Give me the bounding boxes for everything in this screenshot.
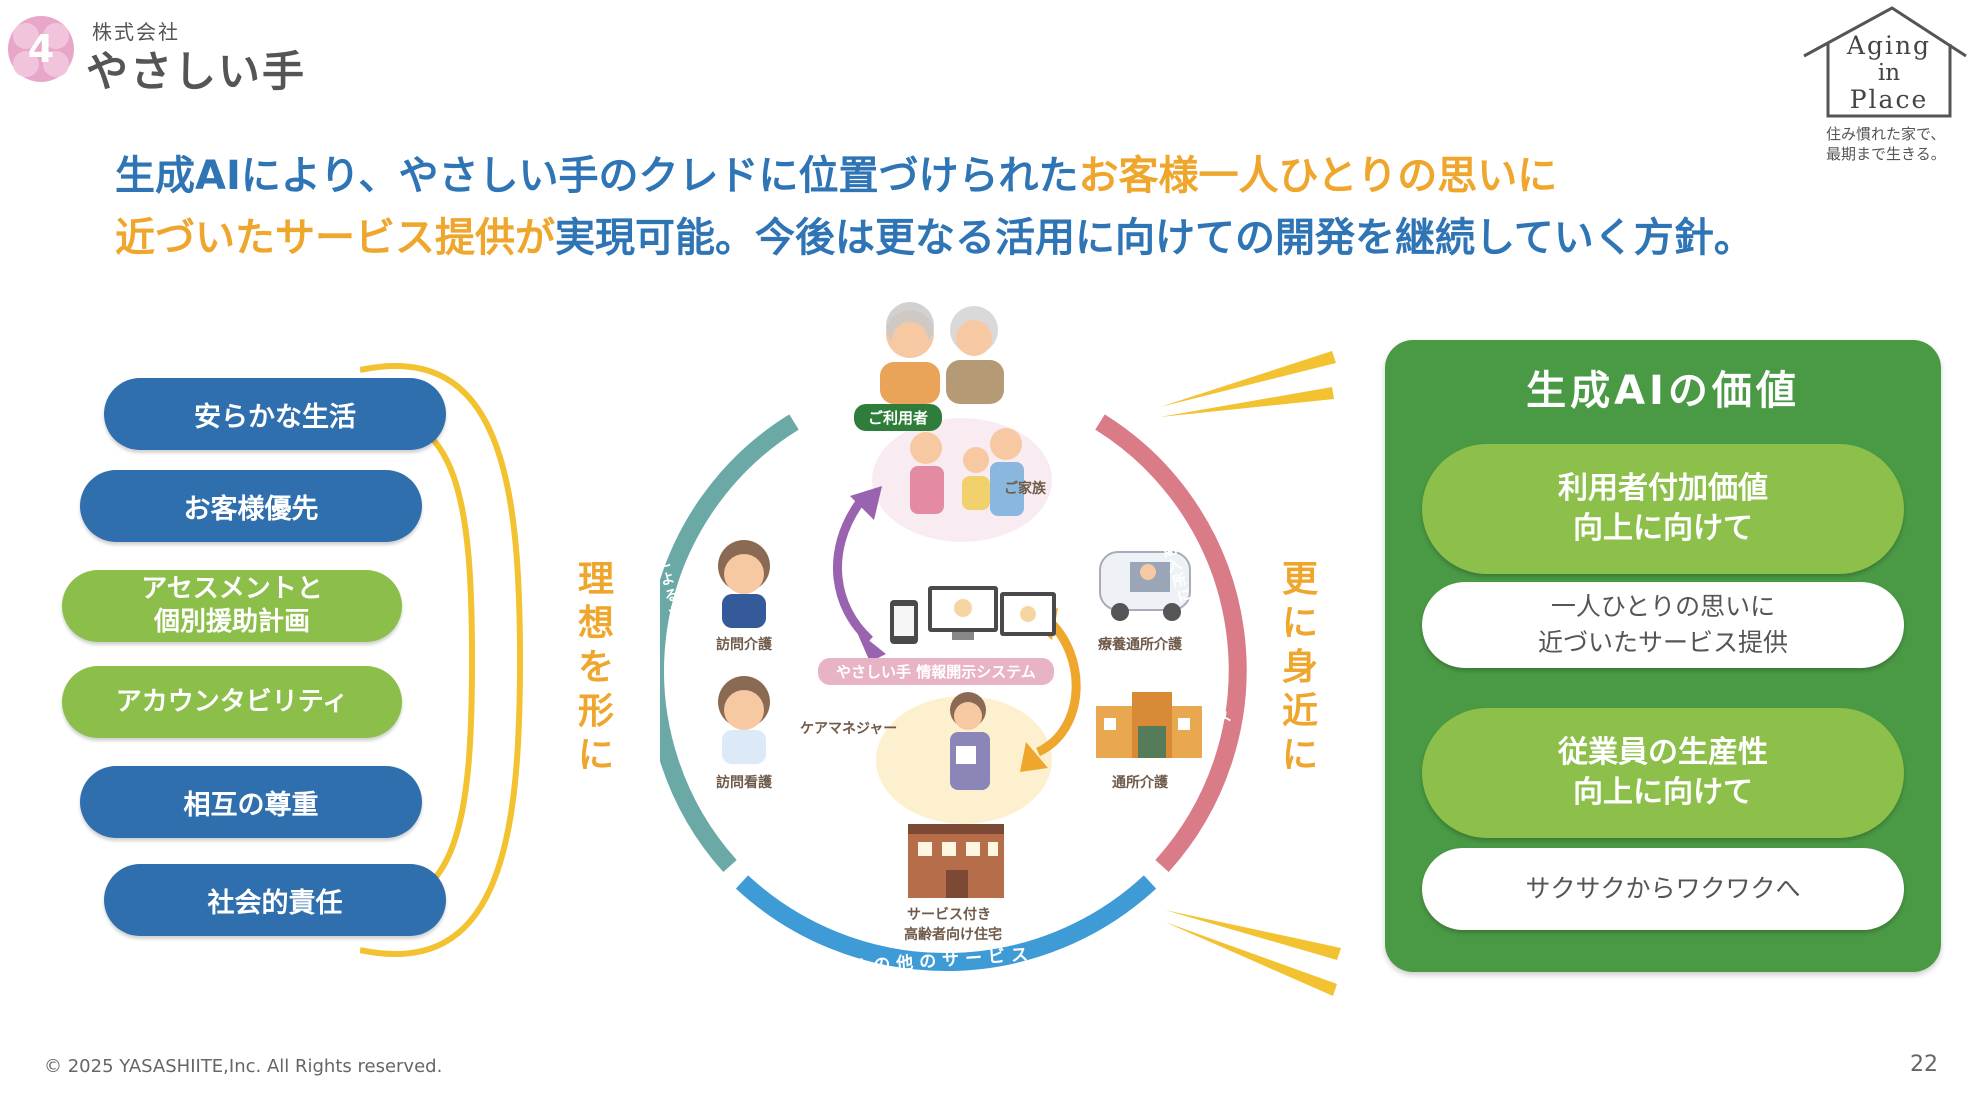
aip-line1: Aging (1846, 31, 1931, 60)
headline-line1-part2: お客様一人ひとりの思いに (1078, 153, 1558, 199)
headline-line1-part1: 生成AIにより、やさしい手のクレドに位置づけられた (115, 153, 1079, 199)
employee-value-desc: サクサクからワクワクへ (1422, 848, 1904, 930)
employee-value-block: 従業員の生産性 向上に向けて (1422, 708, 1904, 838)
credo-item-peaceful-life: 安らかな生活 (104, 378, 446, 450)
credo-item-mutual-respect: 相互の尊重 (80, 766, 422, 838)
family-icon (910, 428, 1024, 516)
credo-item-customer-first: お客様優先 (80, 470, 422, 542)
rays-bottom (1165, 910, 1341, 996)
user-value-block: 利用者付加価値 向上に向けて (1422, 444, 1904, 574)
care-manager-label: ケアマネジャー (800, 721, 898, 737)
aging-in-place-logo: Aging in Place (1803, 6, 1967, 118)
headline-line2-part1: 近づいたサービス提供が (115, 215, 555, 261)
vertical-text-right: 更に身近に (1281, 559, 1318, 776)
home-nursing-staff-icon (718, 676, 770, 764)
day-care-label: 通所介護 (1112, 775, 1168, 791)
user-label: ご利用者 (854, 404, 943, 431)
aip-tagline: 住み慣れた家で、 最期まで生きる。 (1826, 124, 1966, 164)
credo-item-social-responsibility: 社会的責任 (104, 864, 446, 936)
user-value-desc: 一人ひとりの思いに 近づいたサービス提供 (1422, 582, 1904, 668)
family-label: ご家族 (1004, 481, 1046, 497)
vertical-text-left: 理想を形に (577, 559, 614, 776)
senior-housing-icon (908, 824, 1004, 898)
aip-tagline-1: 住み慣れた家で、 (1826, 125, 1946, 143)
system-label: やさしい手 情報開示システム (818, 658, 1054, 685)
housing-label-2: 高齢者向け住宅 (904, 927, 1002, 943)
aip-line2: in (1878, 60, 1900, 86)
aip-tagline-2: 最期まで生きる。 (1826, 145, 1946, 163)
service-circle-diagram (660, 302, 1247, 972)
day-rehab-label: 療養通所介護 (1098, 637, 1182, 653)
day-care-building-icon (1096, 692, 1202, 758)
credo-item-assessment: アセスメントと 個別援助計画 (62, 570, 402, 642)
home-nursing-label: 訪問看護 (716, 775, 772, 791)
credo-item-accountability: アカウンタビリティ (62, 666, 402, 738)
headline: 生成AIにより、やさしい手のクレドに位置づけられたお客様一人ひとりの思いに 近づ… (115, 145, 1754, 269)
elderly-couple-icon (880, 302, 1004, 404)
company-prefix: 株式会社 (92, 20, 180, 44)
headline-line2-part2: 実現可能。今後は更なる活用に向けての開発を継続していく方針。 (555, 215, 1754, 261)
home-care-staff-icon (718, 540, 770, 628)
home-care-label: 訪問介護 (716, 637, 772, 653)
housing-label-1: サービス付き (907, 907, 991, 923)
copyright: © 2025 YASASHIITE,Inc. All Rights reserv… (44, 1056, 443, 1077)
company-logo-icon: 4 (8, 16, 74, 82)
devices-icon (890, 586, 1056, 644)
welfare-vehicle-icon (1099, 551, 1191, 621)
page-number: 22 (1910, 1052, 1938, 1077)
care-manager-icon (950, 692, 990, 790)
aip-line3: Place (1850, 85, 1929, 114)
company-name: やさしい手 (86, 47, 307, 96)
svg-text:4: 4 (28, 27, 54, 71)
rays-top (1160, 351, 1336, 417)
housing-label: サービス付き 高齢者向け住宅 (904, 904, 1002, 944)
ai-value-title: 生成AIの価値 (1526, 368, 1800, 414)
